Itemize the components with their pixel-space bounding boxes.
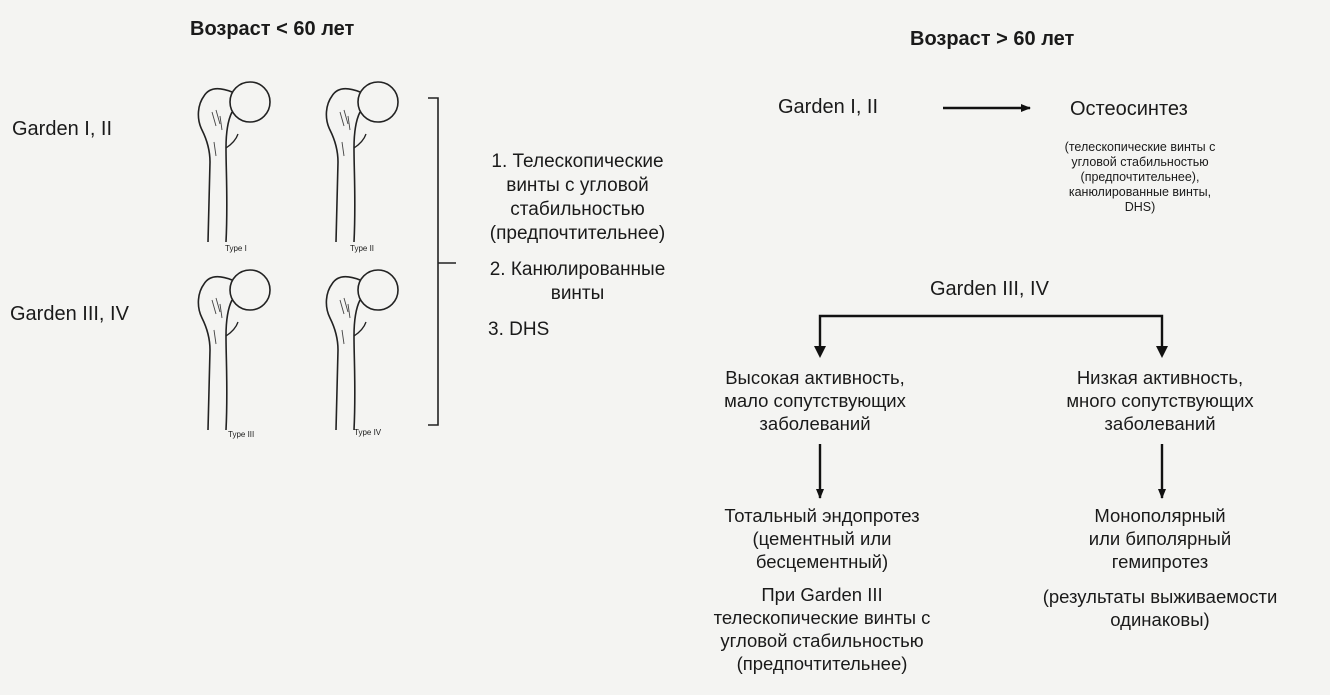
split-arrowhead-left [814,346,826,358]
split-arrowhead-right [1156,346,1168,358]
split-connector [820,316,1162,354]
